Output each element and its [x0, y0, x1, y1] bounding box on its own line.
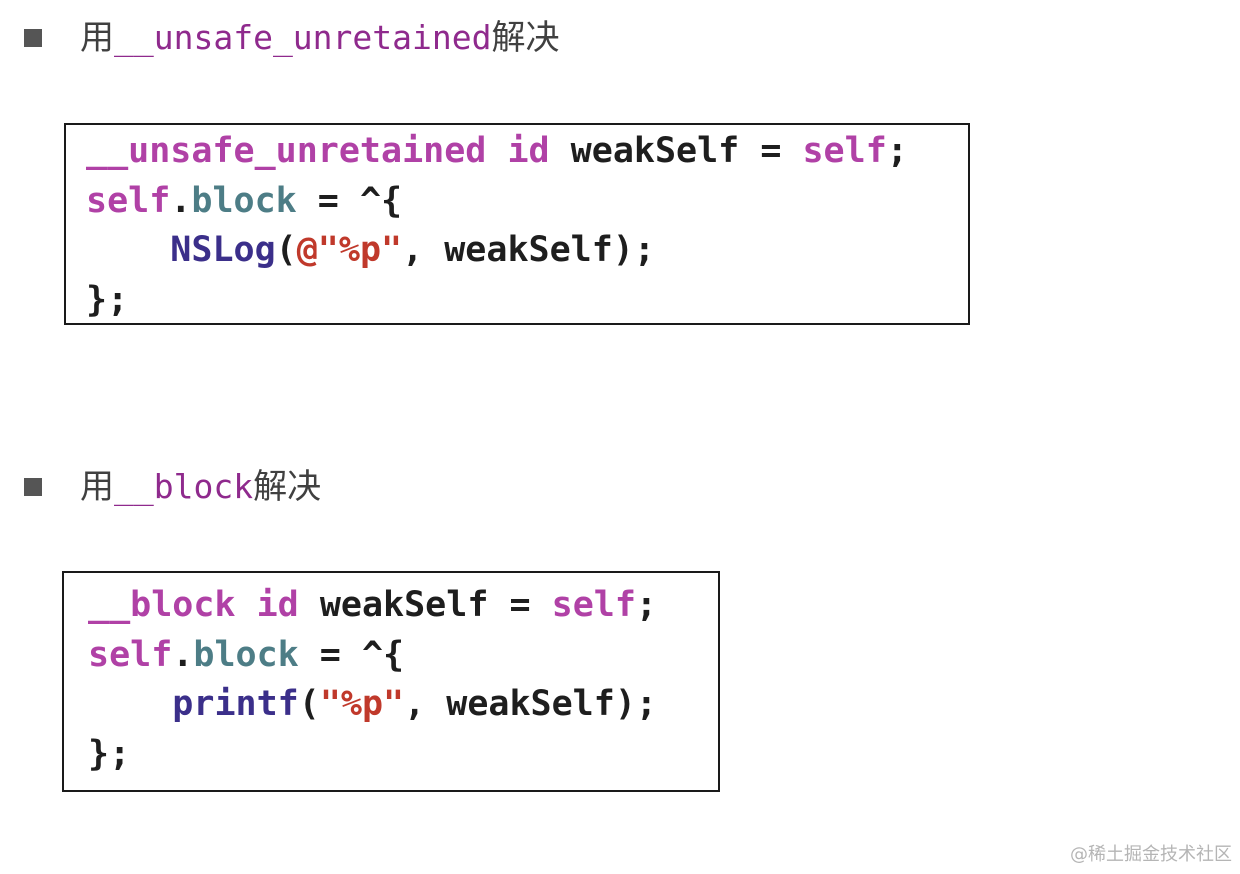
code-text: ;	[635, 585, 657, 625]
code-line: NSLog(@"%p", weakSelf);	[86, 226, 908, 276]
code-text	[236, 585, 257, 625]
code-text: (	[275, 230, 297, 270]
code-keyword: self	[86, 180, 171, 221]
code-text	[86, 230, 170, 270]
code-text: = ^{	[298, 634, 405, 675]
code-text: , weakSelf);	[404, 684, 657, 724]
square-bullet-icon	[24, 29, 42, 47]
code-block: __block id weakSelf = self;self.block = …	[62, 571, 720, 792]
section-heading: 用__unsafe_unretained解决	[80, 18, 560, 58]
code-text: , weakSelf);	[402, 230, 655, 270]
code-property: block	[191, 180, 297, 221]
code-keyword: id	[507, 131, 550, 171]
code-content: __block id weakSelf = self;self.block = …	[88, 581, 657, 779]
code-keyword: id	[256, 585, 299, 625]
code-line: self.block = ^{	[86, 177, 908, 227]
code-text: ;	[886, 131, 908, 171]
code-function: printf	[172, 684, 299, 724]
code-keyword: self	[802, 131, 887, 171]
code-text: };	[88, 733, 131, 774]
code-text: weakSelf =	[298, 585, 552, 625]
code-keyword: __unsafe_unretained	[86, 131, 487, 171]
code-line: };	[88, 730, 657, 780]
code-text: .	[170, 180, 192, 221]
code-text	[88, 684, 172, 724]
square-bullet-icon	[24, 478, 42, 496]
code-line: __unsafe_unretained id weakSelf = self;	[86, 127, 908, 177]
code-keyword: __block	[88, 585, 236, 625]
watermark: @稀土掘金技术社区	[1070, 844, 1232, 865]
code-line: };	[86, 276, 908, 326]
heading-keyword: __unsafe_unretained	[114, 18, 492, 57]
code-line: printf("%p", weakSelf);	[88, 680, 657, 730]
code-function: NSLog	[170, 230, 276, 270]
code-text: = ^{	[296, 180, 403, 221]
code-text: (	[298, 684, 320, 724]
code-text: weakSelf =	[549, 131, 803, 171]
code-block: __unsafe_unretained id weakSelf = self;s…	[64, 123, 970, 325]
code-text: .	[172, 634, 194, 675]
code-line: self.block = ^{	[88, 631, 657, 681]
code-property: block	[193, 634, 299, 675]
heading-suffix: 解决	[253, 467, 322, 507]
code-text	[486, 131, 507, 171]
heading-prefix: 用	[80, 18, 114, 58]
code-string: @"%p"	[296, 230, 403, 270]
heading-prefix: 用	[80, 467, 114, 507]
heading-suffix: 解决	[491, 18, 560, 58]
code-content: __unsafe_unretained id weakSelf = self;s…	[86, 127, 908, 325]
section-heading: 用__block解决	[80, 467, 321, 507]
code-keyword: self	[88, 634, 173, 675]
code-keyword: self	[551, 585, 636, 625]
code-text: };	[86, 279, 129, 320]
code-line: __block id weakSelf = self;	[88, 581, 657, 631]
heading-keyword: __block	[114, 467, 254, 506]
code-string: "%p"	[319, 684, 405, 724]
